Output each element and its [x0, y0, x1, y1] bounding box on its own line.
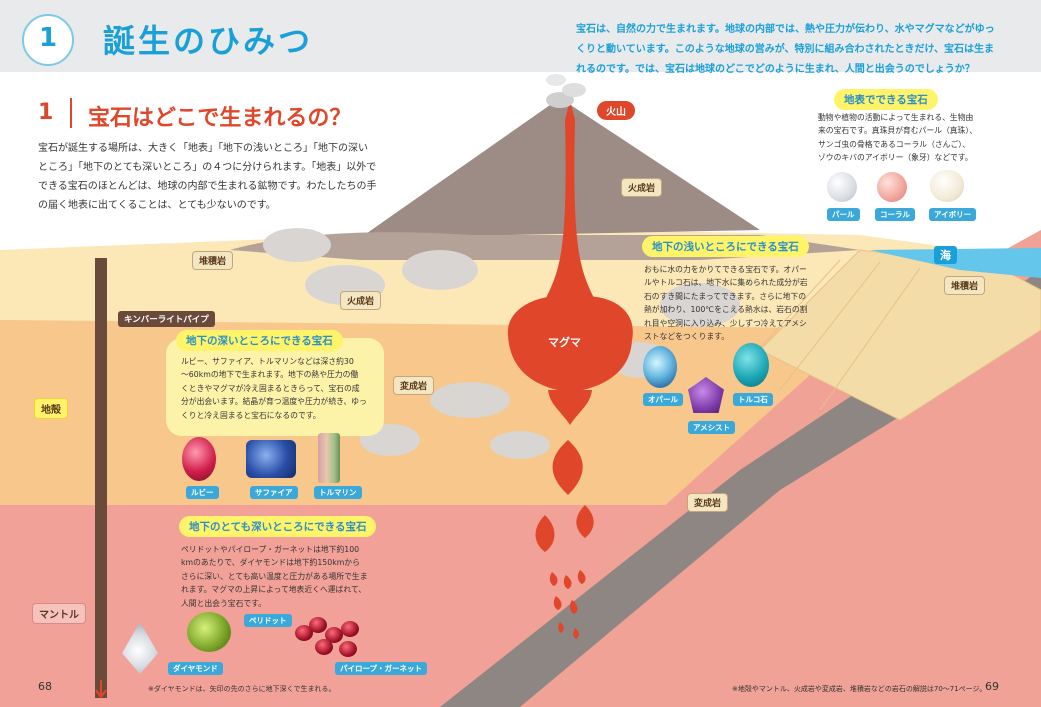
gem-caption: コーラル	[875, 208, 915, 221]
turquoise-icon	[733, 343, 769, 387]
intro-line: くりと動いています。このような地球の営みが、特別に組み合わされたときだけ、宝石は…	[576, 44, 994, 55]
chapter-number: 1	[38, 23, 58, 53]
chapter-badge: 1	[22, 14, 74, 66]
header-band	[0, 0, 1041, 72]
crust-label: 地殻	[34, 398, 68, 419]
shallow-line: 熱が加わり、100℃をこえる熱水は、岩石の割	[644, 305, 808, 315]
ruby-icon	[182, 437, 216, 481]
section-line: の届く地表に出てくることは、とても少ないのです。	[38, 200, 276, 211]
gem-caption: トルマリン	[314, 486, 362, 499]
igneous-rock-label: 火成岩	[340, 291, 382, 310]
metamorphic-rock-label: 変成岩	[687, 493, 729, 512]
mantle-label: マントル	[32, 603, 86, 624]
surface-heading: 地表でできる宝石	[834, 89, 938, 110]
very-deep-line: 人間と出会う宝石です。	[181, 598, 266, 608]
sedimentary-rock-label: 堆積岩	[944, 276, 986, 295]
shallow-body: おもに水の力をかりてできる宝石です。オパー ルやトルコ石は、地下水に集められた成…	[644, 263, 844, 343]
shallow-line: おもに水の力をかりてできる宝石です。オパー	[644, 265, 807, 274]
gem-caption: ダイヤモンド	[168, 662, 223, 675]
shallow-line: ストなどをつくります。	[644, 332, 729, 342]
sapphire-icon	[246, 440, 296, 478]
section-line: できる宝石のほとんどは、地球の内部で生まれる鉱物です。わたしたちの手	[38, 181, 377, 192]
sea-label: 海	[934, 246, 957, 264]
kimberlite-pipe-label: キンバーライトパイプ	[118, 311, 215, 327]
gem-caption: サファイア	[250, 486, 298, 499]
very-deep-line: kmのあたりで、ダイヤモンドは地下約150kmから	[181, 558, 360, 568]
page-number-left: 68	[38, 680, 52, 693]
section-body: 宝石が誕生する場所は、大きく「地表」「地下の浅いところ」「地下の深い ところ」「…	[38, 139, 383, 215]
intro-line: 宝石は、自然の力で生まれます。地球の内部では、熱や圧力が伝わり、水やマグマなどが…	[576, 24, 995, 35]
sedimentary-rock-label: 堆積岩	[192, 251, 234, 270]
surface-line: 動物や植物の活動によって生まれる、生物由	[818, 113, 974, 122]
very-deep-body: ペリドットやパイロープ・ガーネットは地下約100 kmのあたりで、ダイヤモンドは…	[181, 543, 386, 610]
section-title: 宝石はどこで生まれるの？	[88, 106, 352, 131]
section-line: ところ」「地下のとても深いところ」の４つに分けられます。「地表」以外で	[38, 162, 377, 173]
intro-text: 宝石は、自然の力で生まれます。地球の内部では、熱や圧力が伝わり、水やマグマなどが…	[576, 20, 996, 80]
section-number: 1	[38, 100, 54, 125]
surface-line: 来の宝石です。真珠貝が育むパール（真珠）、	[818, 126, 978, 136]
gem-caption: オパール	[643, 393, 683, 406]
shallow-line: 石のすき間にたまってできます。さらに地下の	[644, 291, 807, 301]
peridot-icon	[187, 612, 231, 652]
ivory-icon	[930, 170, 964, 202]
metamorphic-rock-label: 変成岩	[393, 376, 435, 395]
shallow-line: れ目や空洞に入り込み、少しずつ冷えてアメシ	[644, 318, 807, 328]
deep-line: ルビー、サファイア、トルマリンなどは深さ約30	[181, 357, 354, 366]
intro-line: れるのです。では、宝石は地球のどこでどのように生まれ、人間と出会うのでしょうか？	[576, 64, 975, 75]
opal-icon	[643, 346, 677, 388]
surface-body: 動物や植物の活動によって生まれる、生物由 来の宝石です。真珠貝が育むパール（真珠…	[818, 111, 1018, 165]
very-deep-line: れます。マグマの上昇によって地表近くへ運ばれて、	[181, 585, 367, 595]
chapter-title: 誕生のひみつ	[103, 22, 314, 60]
igneous-rock-label: 火成岩	[621, 178, 663, 197]
deep-panel	[166, 338, 384, 436]
deep-line: 分が出会います。結晶が育つ温度や圧力が続き、ゆっ	[181, 397, 367, 407]
very-deep-heading: 地下のとても深いところにできる宝石	[179, 516, 377, 537]
deep-line: くときやマグマが冷え固まるときらって、宝石の成	[181, 383, 360, 393]
shallow-line: ルやトルコ石は、地下水に集められた成分が岩	[644, 278, 808, 288]
shallow-heading: 地下の浅いところにできる宝石	[642, 236, 809, 257]
very-deep-line: ペリドットやパイロープ・ガーネットは地下約100	[181, 545, 360, 554]
gem-caption: トルコ石	[733, 393, 773, 406]
magma-label: マグマ	[548, 336, 581, 349]
deep-line: 〜60kmの地下で生まれます。地下の熱や圧力の働	[181, 370, 359, 380]
gem-caption: ルビー	[186, 486, 219, 499]
surface-line: サンゴ虫の骨格であるコーラル（さんご）、	[818, 139, 970, 149]
gem-caption: パイロープ・ガーネット	[335, 662, 428, 675]
page-number-right: 69	[985, 680, 999, 693]
very-deep-line: さらに深い、とても高い温度と圧力がある場所で生ま	[181, 571, 368, 581]
gem-caption: アイボリー	[929, 208, 977, 221]
footnote-right: ※地殻やマントル、火成岩や変成岩、堆積岩などの岩石の解説は70〜71ページ。	[732, 685, 987, 693]
surface-line: ゾウのキバのアイボリー（象牙）などです。	[818, 153, 973, 163]
deep-body: ルビー、サファイア、トルマリンなどは深さ約30 〜60kmの地下で生まれます。地…	[181, 355, 381, 422]
section-line: 宝石が誕生する場所は、大きく「地表」「地下の浅いところ」「地下の深い	[38, 143, 368, 154]
pearl-icon	[827, 172, 857, 202]
volcano-label: 火山	[597, 101, 635, 120]
deep-heading: 地下の深いところにできる宝石	[176, 330, 343, 351]
pyrope-garnet-icon	[295, 617, 365, 661]
gem-caption: パール	[827, 208, 860, 221]
footnote-left: ※ダイヤモンドは、矢印の先のさらに地下深くで生まれる。	[148, 685, 336, 693]
gem-caption: アメシスト	[688, 421, 736, 434]
tourmaline-icon	[318, 433, 340, 483]
section-divider	[70, 98, 72, 128]
coral-icon	[877, 172, 907, 202]
deep-line: くりと冷え固まると宝石になるのです。	[181, 410, 321, 420]
gem-caption: ペリドット	[244, 614, 292, 627]
